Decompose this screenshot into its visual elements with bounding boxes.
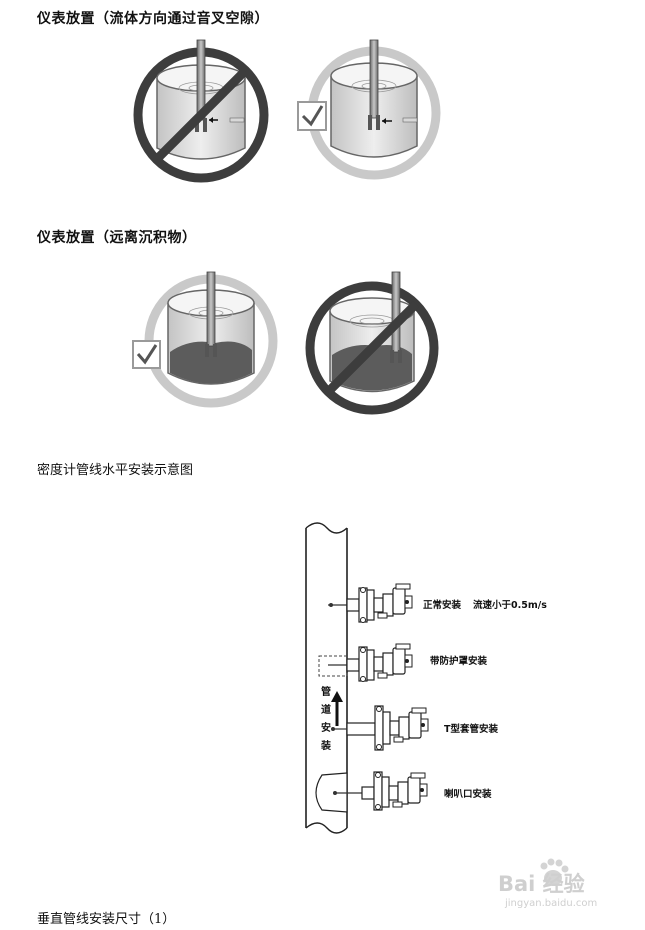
label-horn: 喇叭口安装: [444, 788, 492, 800]
vertical-label-char-2: 道: [321, 703, 331, 716]
label-tee: T型套管安装: [444, 723, 498, 735]
assembly-horn: [315, 771, 428, 813]
assembly-normal: [328, 583, 413, 623]
watermark-brand: Bai 经验: [498, 872, 585, 896]
label-shield: 带防护罩安装: [430, 655, 488, 667]
watermark-paw-icon: [540, 858, 569, 886]
vertical-label-char-3: 安: [321, 721, 331, 734]
label-flow: 流速小于0.5m/s: [473, 599, 547, 611]
fig-flow-correct: [297, 39, 441, 180]
vertical-label-char-4: 装: [320, 739, 331, 752]
bottom-caption: 垂直管线安装尺寸（1）: [37, 912, 176, 927]
fig-sediment-wrong: [305, 271, 439, 415]
fig-flow-wrong: [133, 39, 269, 183]
assembly-tee: [331, 705, 429, 751]
fig-sediment-correct: [132, 271, 278, 408]
section2-heading: 仪表放置（远离沉积物）: [37, 230, 197, 246]
label-normal: 正常安装: [423, 599, 462, 611]
section1-heading: 仪表放置（流体方向通过音叉空隙）: [37, 11, 269, 27]
assembly-shield: [318, 643, 413, 682]
watermark-url: jingyan.baidu.com: [505, 898, 598, 909]
pipe-installation-diagram: 正常安装 流速小于0.5m/s 带防护罩安装 T型套管安装 喇叭口安装 管 道 …: [305, 522, 547, 834]
pipe-diagram-caption: 密度计管线水平安装示意图: [37, 463, 194, 478]
vertical-label-char-1: 管: [321, 685, 331, 698]
